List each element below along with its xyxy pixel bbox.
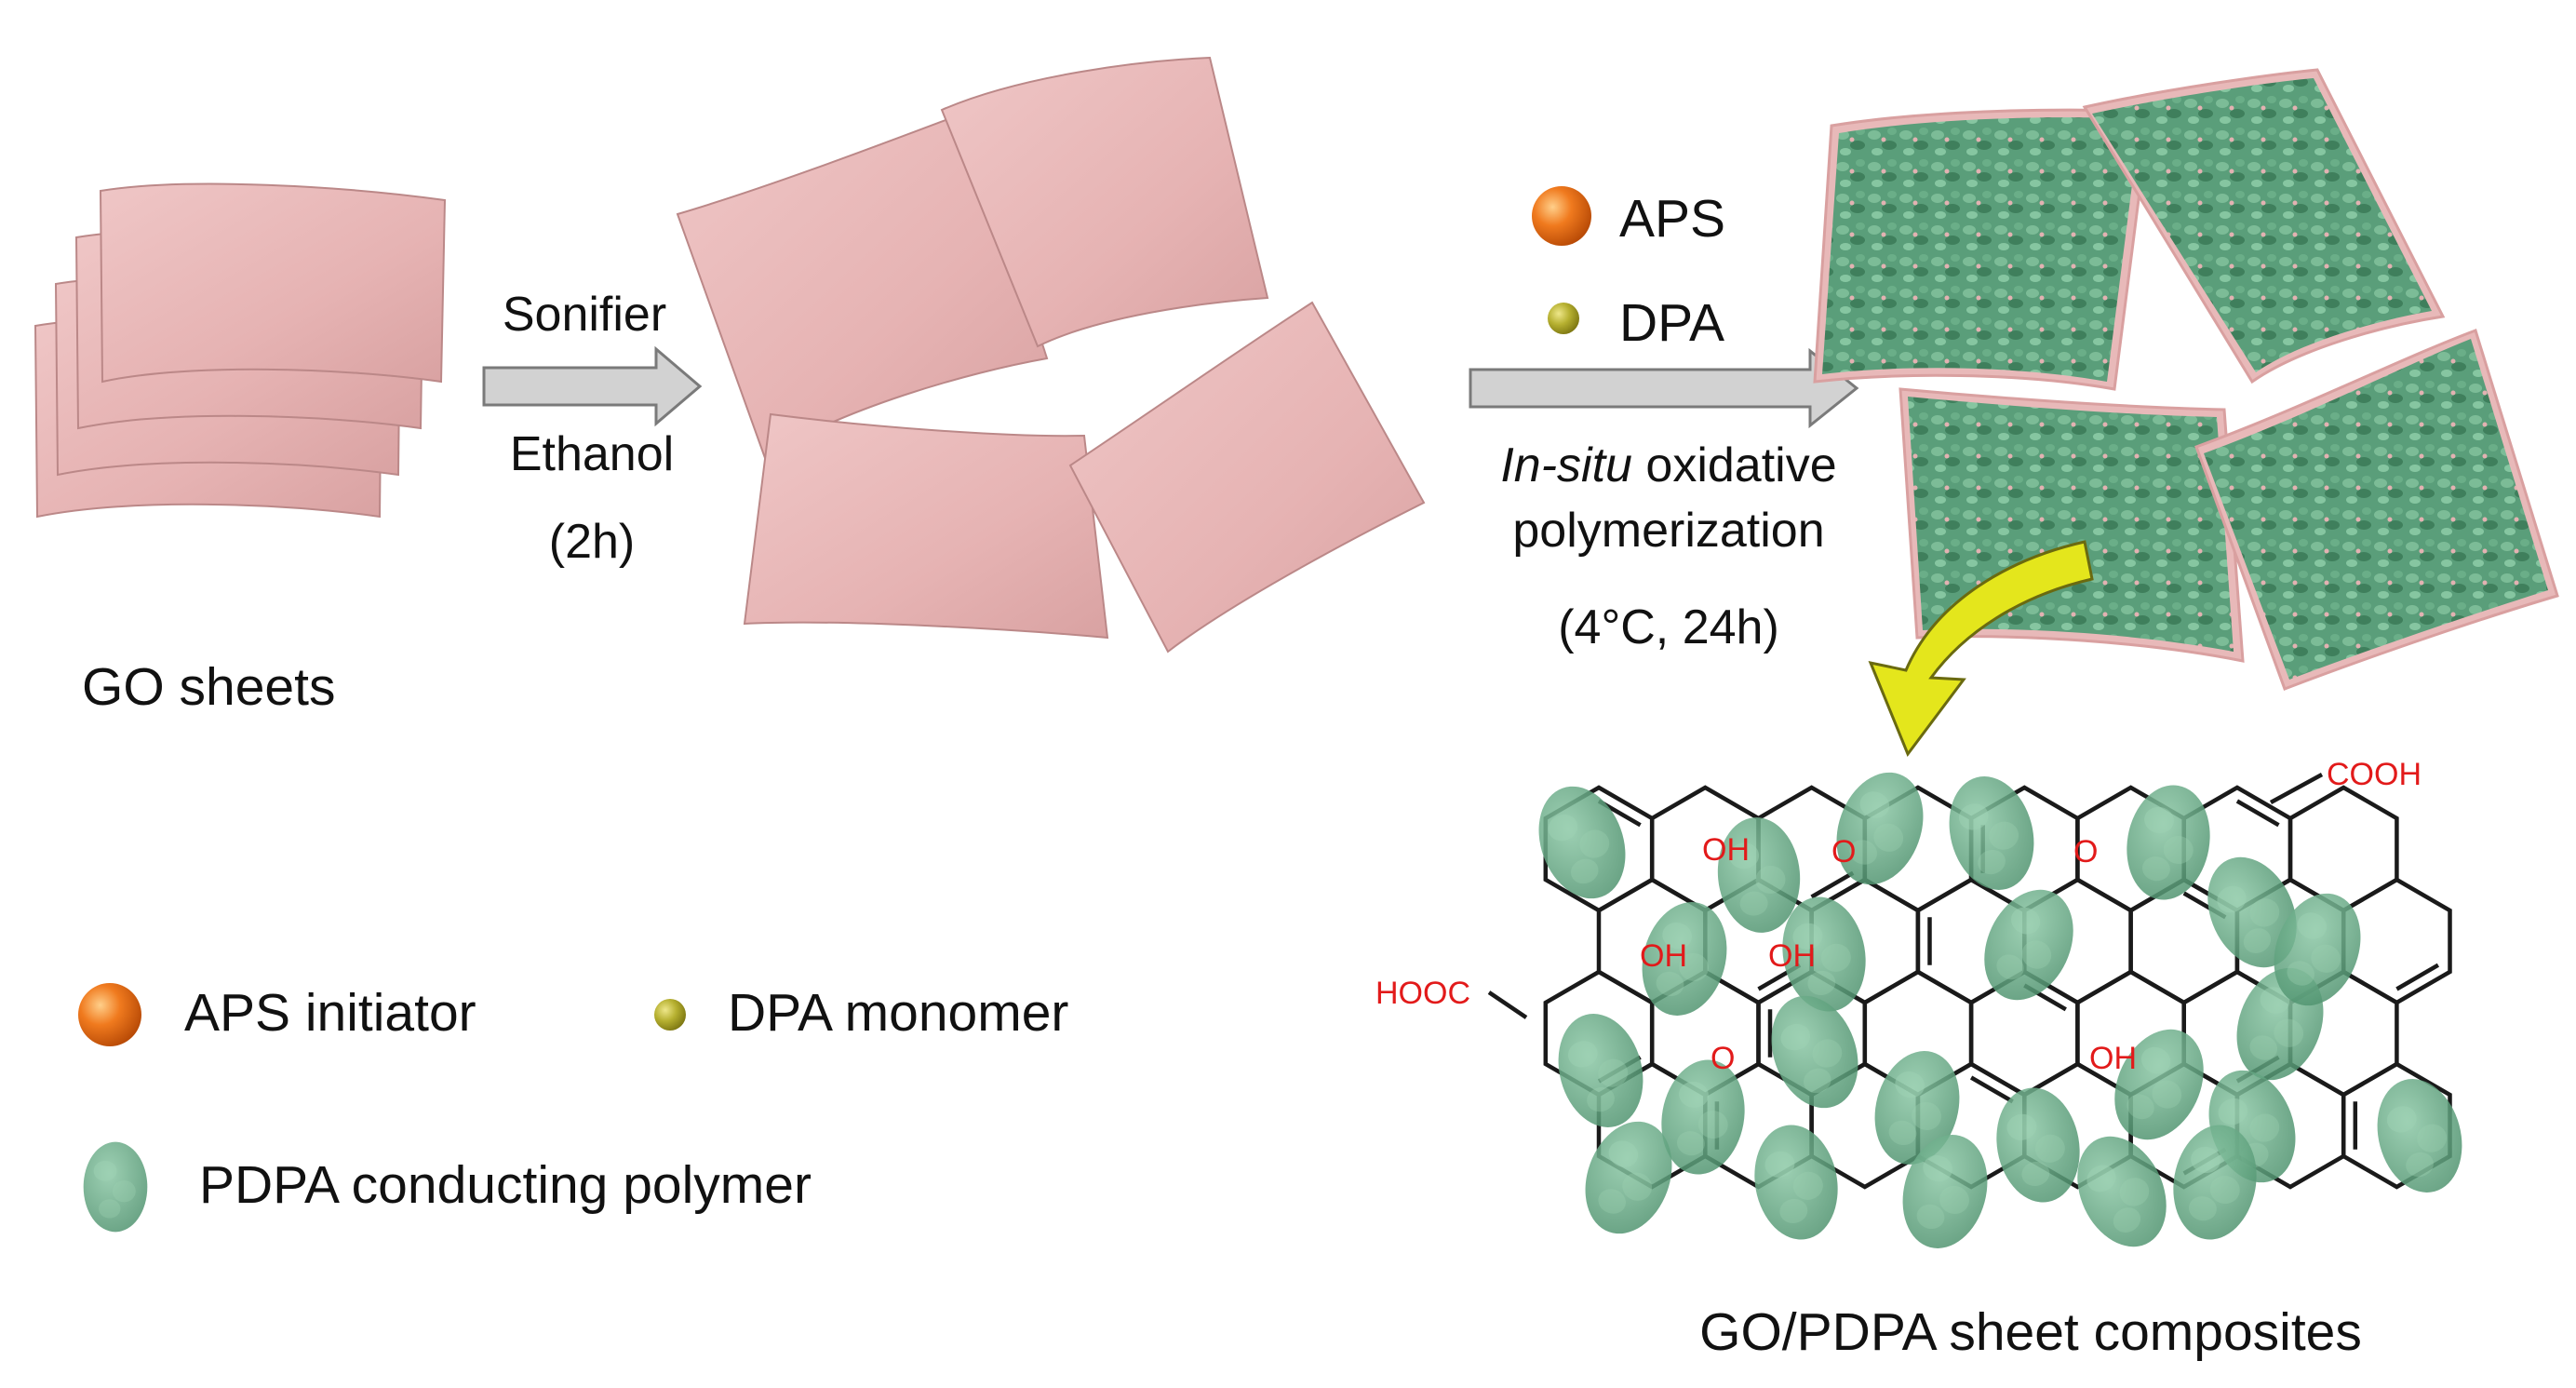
lattice-ring xyxy=(2341,1061,2452,1190)
pdpa-blob xyxy=(1937,766,2046,900)
sonifier-label: Sonifier xyxy=(502,288,667,342)
aps-sphere xyxy=(1532,186,1591,246)
legend-dpa-icon xyxy=(654,999,686,1031)
epoxy-o-label-2: O xyxy=(2073,834,2098,869)
epoxy-o-label-3: O xyxy=(1711,1041,1735,1076)
legend-pdpa-icon xyxy=(83,1141,148,1233)
dispersed-go-sheets xyxy=(676,56,1426,654)
lattice-ring xyxy=(2288,785,2399,913)
pdpa-blob xyxy=(1821,760,1939,897)
legend-pdpa-label: PDPA conducting polymer xyxy=(199,1155,812,1215)
legend-dpa-label: DPA monomer xyxy=(728,983,1069,1043)
epoxy-o-label-1: O xyxy=(1831,834,1856,869)
pdpa-blob xyxy=(2117,778,2220,907)
pdpa-coated-sheets xyxy=(1813,68,2559,691)
oh-label-4: OH xyxy=(2089,1041,2137,1076)
method-rest: oxidative xyxy=(1631,438,1837,492)
go-sheets-label: GO sheets xyxy=(82,657,336,717)
oh-label-1: OH xyxy=(1702,832,1750,868)
composite-label: GO/PDPA sheet composites xyxy=(1699,1302,2362,1362)
pdpa-blob xyxy=(1546,1004,1656,1138)
legend-aps-icon xyxy=(78,983,141,1046)
pdpa-blob xyxy=(1987,1081,2089,1209)
double-bond xyxy=(1969,1075,2014,1104)
pdpa-blob xyxy=(1523,774,1641,911)
pdpa-blob xyxy=(1756,983,1873,1121)
double-bond xyxy=(1810,870,1855,899)
dpa-sphere xyxy=(1548,303,1579,334)
aps-label: APS xyxy=(1619,189,1726,249)
conditions-label: (4°C, 24h) xyxy=(1558,600,1779,654)
cooh-label: COOH xyxy=(2327,757,2422,792)
hooc-label: HOOC xyxy=(1375,976,1470,1011)
chemical-groups: COOH HOOC OH OH OH OH O O O xyxy=(1375,757,2422,1076)
method-label: In-situ oxidative xyxy=(1500,438,1836,493)
dpa-label: DPA xyxy=(1619,293,1724,353)
sonify-arrow xyxy=(482,345,703,427)
oh-label-3: OH xyxy=(1768,938,1816,974)
ethanol-label: Ethanol xyxy=(509,427,675,481)
zoom-callout-arrow xyxy=(1868,540,2094,758)
pdpa-blob xyxy=(2365,1069,2475,1203)
pdpa-polymer-blobs xyxy=(1523,760,2475,1261)
double-bond xyxy=(2235,799,2280,828)
time-label: (2h) xyxy=(548,515,636,569)
method-italic: In-situ xyxy=(1500,438,1632,492)
polymerization-arrow xyxy=(1469,347,1859,429)
method-line2: polymerization xyxy=(1512,504,1825,558)
legend-aps-label: APS initiator xyxy=(184,983,476,1043)
pdpa-blob xyxy=(1745,1118,1847,1247)
go-sheet-stack xyxy=(34,182,447,519)
oh-label-2: OH xyxy=(1640,938,1687,974)
double-bond xyxy=(2395,963,2440,991)
